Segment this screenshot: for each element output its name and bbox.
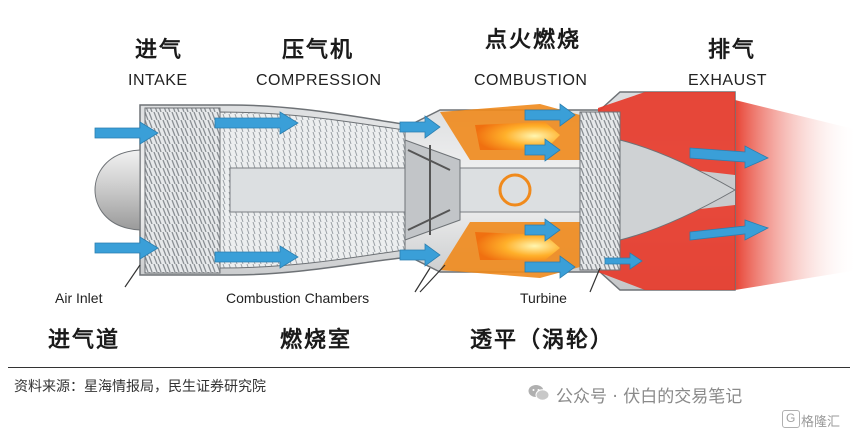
flow-arrow-combustion-upper (524, 103, 576, 127)
flow-arrow-combustion-mid-upper (524, 138, 561, 162)
source-note: 资料来源：星海情报局，民生证券研究院 (14, 379, 266, 395)
exhaust-label-zh: 排气 (708, 38, 757, 63)
turbine (579, 111, 621, 271)
watermark-text: 公众号 · 伏白的交易笔记 (556, 387, 743, 407)
exhaust-label-en: EXHAUST (688, 72, 768, 89)
flow-arrow-diffuser-lower (399, 243, 441, 267)
flow-arrow-intake-lower (94, 236, 159, 260)
diffuser (404, 139, 461, 241)
rotation-indicator (498, 173, 532, 207)
intake-label-en: INTAKE (128, 72, 188, 89)
exhaust-cone (619, 139, 737, 241)
exhaust-plume (735, 100, 858, 290)
wechat-icon (528, 384, 550, 402)
combustion-label-en: COMBUSTION (474, 72, 588, 89)
combustion-chambers-label-en: Combustion Chambers (226, 290, 370, 306)
intake-fan (144, 107, 221, 274)
intake-label-zh: 进气 (135, 38, 184, 63)
compression-label-zh: 压气机 (282, 38, 355, 63)
flow-arrow-turbine-lower (604, 252, 643, 270)
brand-logo-icon: G (782, 410, 800, 428)
flow-arrow-exhaust-upper (689, 145, 769, 169)
turbine-label-en: Turbine (520, 290, 567, 306)
flow-arrow-intake-upper (94, 121, 159, 145)
flow-arrow-combustion-lower (524, 255, 576, 279)
combustion-label-zh: 点火燃烧 (485, 28, 582, 53)
callout-line-combustion-chambers (414, 264, 446, 293)
air-inlet-label-zh: 进气道 (48, 328, 121, 353)
combustion-chambers-label-zh: 燃烧室 (280, 328, 353, 353)
footer-divider (8, 367, 850, 368)
flow-arrow-compressor-lower (214, 245, 299, 269)
callout-line-air-inlet (124, 264, 141, 288)
flow-arrow-exhaust-lower (689, 219, 770, 241)
flame-lower (475, 232, 560, 260)
callout-line-turbine (589, 267, 601, 293)
compression-label-en: COMPRESSION (256, 72, 382, 89)
spinner-nose (94, 149, 141, 231)
flow-arrow-diffuser-upper (399, 115, 441, 139)
flow-arrow-compressor-upper (214, 111, 299, 135)
flow-arrow-combustion-mid-lower (524, 218, 561, 242)
flame-upper (475, 122, 560, 150)
brand-text: 格隆汇 (801, 414, 841, 429)
air-inlet-label-en: Air Inlet (55, 290, 103, 306)
turbine-label-zh: 透平（涡轮） (470, 328, 615, 353)
